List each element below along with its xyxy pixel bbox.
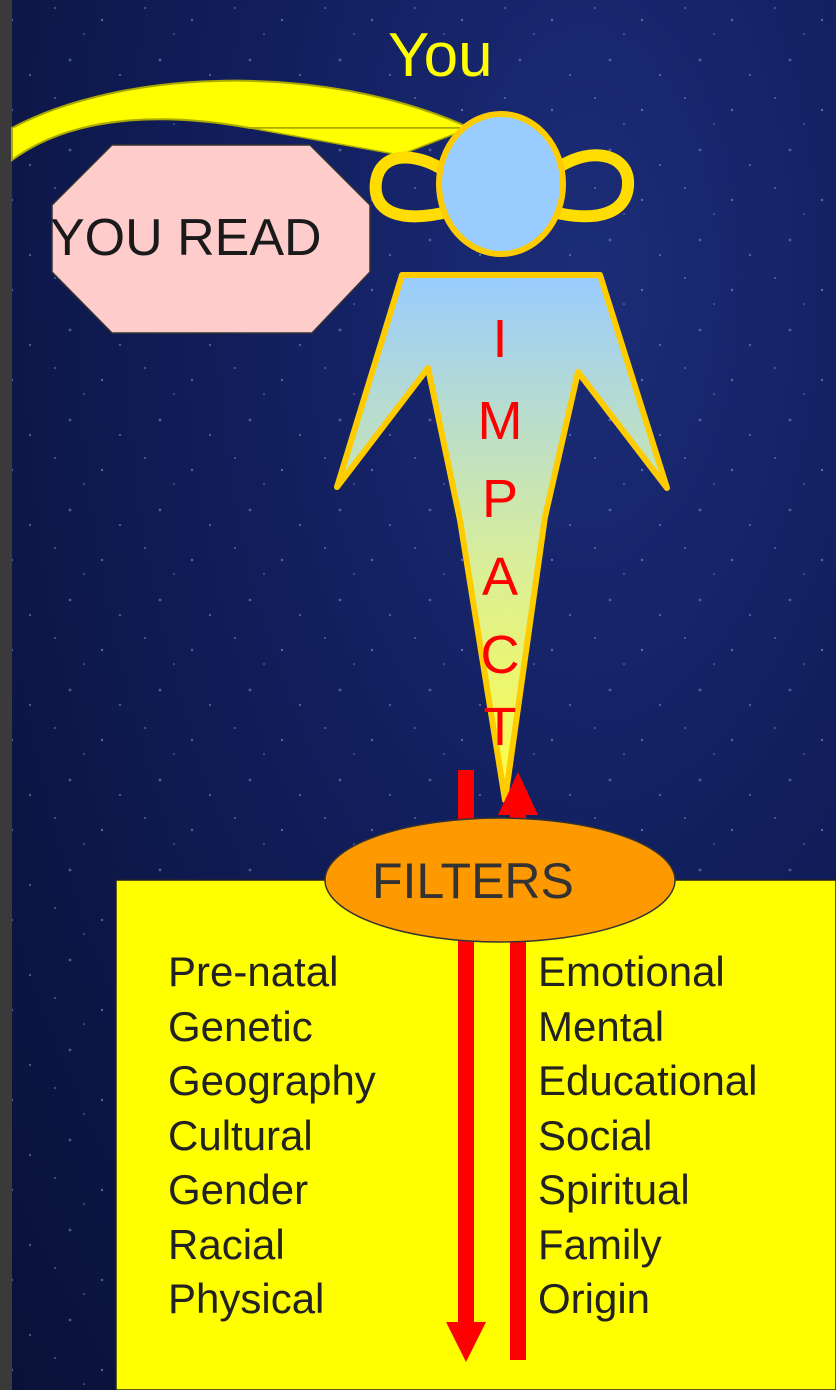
filter-item: Cultural xyxy=(168,1109,376,1164)
filters-label: FILTERS xyxy=(372,852,574,910)
filter-item: Family xyxy=(538,1218,758,1273)
filter-item: Mental xyxy=(538,1000,758,1055)
filter-item: Pre-natal xyxy=(168,945,376,1000)
you-read-label: YOU READ xyxy=(50,208,322,268)
impact-letter: C xyxy=(470,628,530,682)
filter-item: Racial xyxy=(168,1218,376,1273)
filters-left-list: Pre-natal Genetic Geography Cultural Gen… xyxy=(168,945,376,1327)
filters-right-list: Emotional Mental Educational Social Spir… xyxy=(538,945,758,1327)
filter-item: Origin xyxy=(538,1272,758,1327)
impact-letter: A xyxy=(470,550,530,604)
filter-item: Social xyxy=(538,1109,758,1164)
impact-letter: T xyxy=(470,700,530,754)
filter-item: Physical xyxy=(168,1272,376,1327)
filter-item: Educational xyxy=(538,1054,758,1109)
impact-letter: M xyxy=(470,394,530,448)
head xyxy=(439,114,563,254)
filter-item: Genetic xyxy=(168,1000,376,1055)
filter-item: Emotional xyxy=(538,945,758,1000)
impact-letter: I xyxy=(470,312,530,366)
title-you: You xyxy=(388,20,493,91)
impact-letter: P xyxy=(470,472,530,526)
filter-item: Geography xyxy=(168,1054,376,1109)
filter-item: Gender xyxy=(168,1163,376,1218)
filter-item: Spiritual xyxy=(538,1163,758,1218)
